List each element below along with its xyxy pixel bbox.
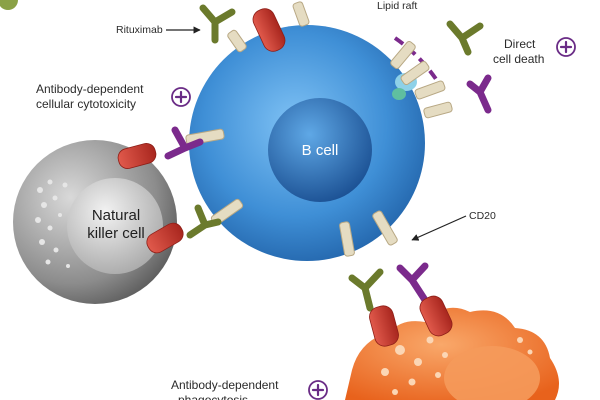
cd20-annotation: CD20 — [411, 210, 496, 241]
direct-cell-death-line2: cell death — [493, 52, 544, 66]
macrophage — [345, 307, 559, 400]
fc-receptors — [117, 8, 453, 347]
adcp-line1: Antibody-dependent — [171, 378, 279, 392]
b-cell: B cell — [189, 25, 425, 261]
rituximab-annotation: Rituximab — [116, 24, 201, 36]
adcp-annotation: Antibody-dependent phagocytosis — [171, 378, 328, 400]
nk-label-line2: killer cell — [87, 225, 145, 242]
rituximab-label: Rituximab — [116, 24, 163, 36]
plus-icon — [556, 37, 576, 57]
adcc-line2: cellular cytotoxicity — [36, 97, 136, 111]
rituximab-antibodies — [164, 4, 492, 312]
plus-icon — [308, 380, 328, 400]
arrow-icon — [411, 215, 467, 241]
plus-icon — [171, 87, 191, 107]
adcc-annotation: Antibody-dependent cellular cytotoxicity — [36, 82, 191, 111]
cd20-molecules — [185, 1, 453, 257]
natural-killer-cell: Natural killer cell — [13, 140, 177, 304]
macrophage-vesicles — [381, 336, 533, 395]
nk-label-line1: Natural — [92, 207, 140, 224]
direct-cell-death-annotation: Direct cell death — [493, 37, 576, 66]
adcp-line2: phagocytosis — [178, 393, 248, 400]
b-cell-label: B cell — [302, 142, 339, 159]
direct-cell-death-line1: Direct — [504, 37, 536, 51]
nk-granules — [35, 179, 70, 268]
cd20-label: CD20 — [469, 210, 496, 222]
lipid-raft-label: Lipid raft — [377, 0, 417, 12]
plus-icon-partial — [0, 0, 18, 10]
adcc-line1: Antibody-dependent — [36, 82, 144, 96]
